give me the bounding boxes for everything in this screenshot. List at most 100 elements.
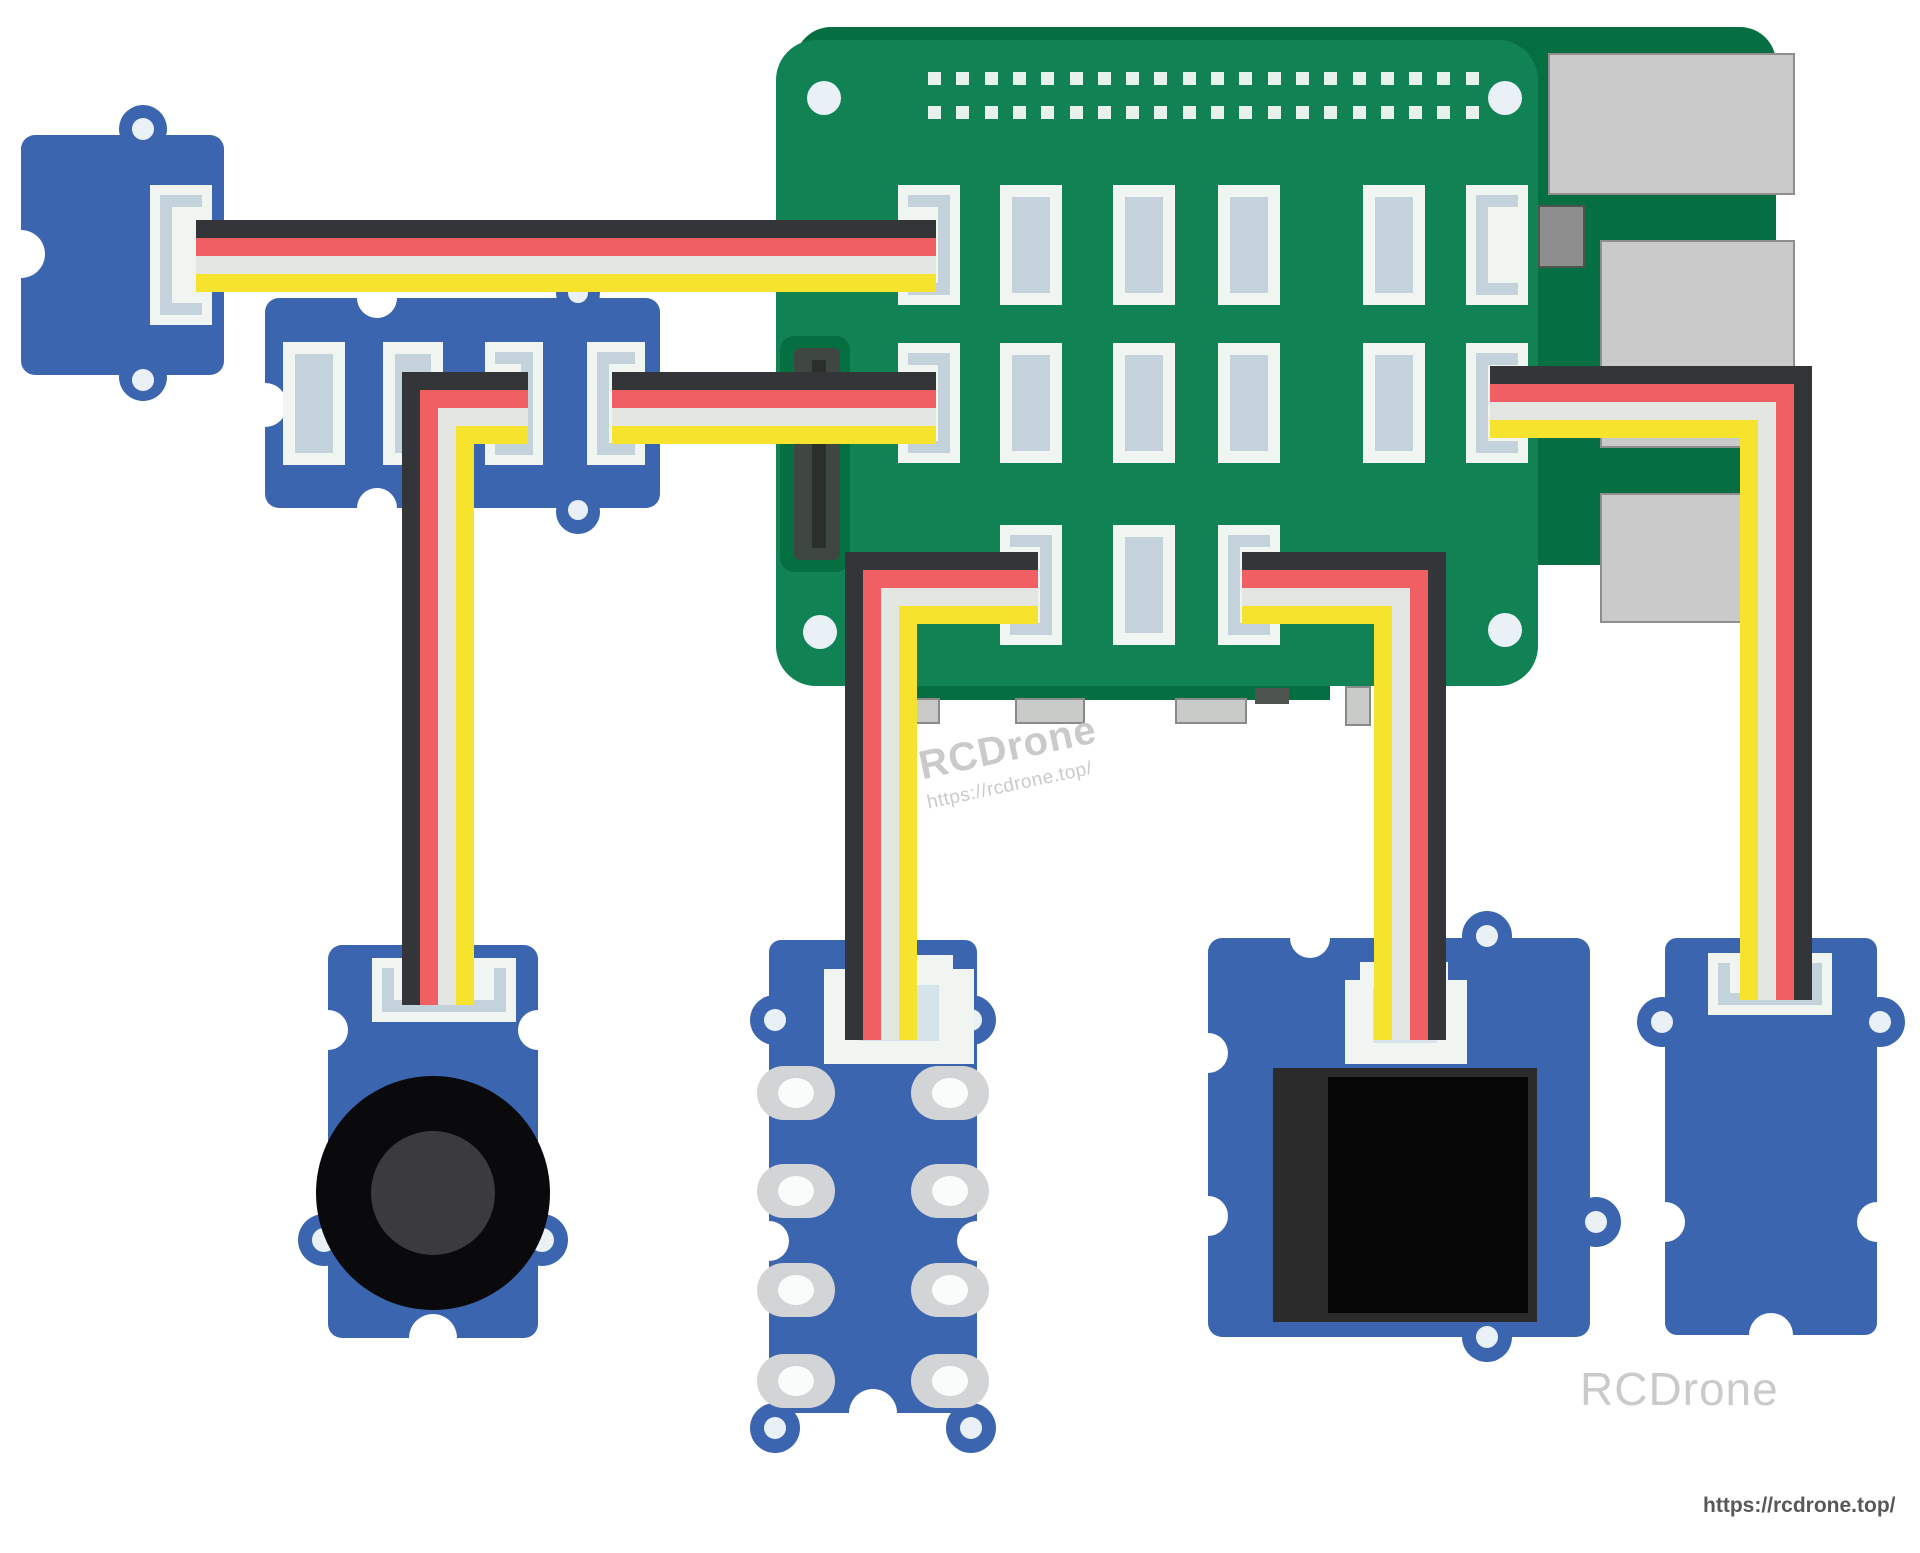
speaker-cone — [371, 1131, 495, 1255]
connector-cavity — [1125, 355, 1163, 451]
connector-bracket — [908, 353, 950, 453]
mounting-hole — [1488, 613, 1522, 647]
gpio-pin-dot — [1267, 106, 1281, 119]
hat-grove-connector — [1218, 343, 1280, 463]
module-edge-notch — [409, 1314, 457, 1362]
pad-hole — [932, 1275, 968, 1305]
gpio-pin-dot — [1295, 72, 1309, 85]
wire-black-icon — [845, 552, 1038, 1040]
hat-grove-connector — [1113, 185, 1175, 305]
gpio-pin-dot — [1239, 72, 1253, 85]
gpio-pin-dot — [1409, 106, 1423, 119]
gpio-pin-dot — [1041, 72, 1055, 85]
module-edge-notch — [0, 230, 45, 278]
wire-red-icon — [1242, 570, 1428, 1040]
gpio-pin-dot — [984, 72, 998, 85]
gpio-pin-dot — [1352, 106, 1366, 119]
gpio-pin-dot — [956, 72, 970, 85]
wire-black-icon — [1242, 552, 1446, 1040]
gpio-pin-dot — [1097, 106, 1111, 119]
gpio-pin-dot — [1437, 106, 1451, 119]
wire-black-icon — [402, 372, 528, 1005]
module1-grove-socket — [150, 185, 212, 325]
pad-hole — [932, 1078, 968, 1108]
pi-pin-tab — [1345, 686, 1371, 726]
module-edge-notch — [1749, 1313, 1793, 1357]
cable-hat-to-strip-module — [845, 552, 1038, 1040]
gpio-pin-dot — [1465, 72, 1479, 85]
gpio-pin-dot — [1380, 72, 1394, 85]
gpio-pin-dot — [984, 106, 998, 119]
wire-white-icon — [438, 408, 528, 1005]
gpio-header — [928, 72, 1488, 120]
connector-cavity — [1125, 537, 1163, 633]
gpio-pin-dot — [928, 106, 941, 119]
gpio-pin-dot — [1154, 106, 1168, 119]
gpio-pin-dot — [1295, 106, 1309, 119]
hat-grove-connector-right-edge-1 — [1466, 185, 1528, 305]
module-edge-notch — [1645, 1202, 1685, 1242]
wire-yellow-icon — [456, 426, 528, 1005]
connector-cavity — [1012, 355, 1050, 451]
module-ear-hole — [1585, 1211, 1607, 1233]
module-ear-hole — [764, 1417, 786, 1439]
gpio-pin-dot — [1154, 72, 1168, 85]
module-edge-notch — [1857, 1202, 1897, 1242]
gpio-pin-dot — [956, 106, 970, 119]
module-ear-hole — [132, 118, 154, 140]
watermark-brand-text: RCDrone — [1580, 1363, 1779, 1415]
hat-grove-connector — [1363, 343, 1425, 463]
hat-grove-connector — [1218, 185, 1280, 305]
watermark-corner-url: https://rcdrone.top/ — [1703, 1494, 1896, 1518]
hat-grove-connector — [1113, 525, 1175, 645]
gpio-pin-dot — [1126, 106, 1140, 119]
wire-yellow-icon — [899, 606, 1038, 1040]
module-edge-notch — [243, 383, 287, 427]
pi-small-component — [1255, 688, 1289, 704]
gpio-pin-dot — [1126, 72, 1140, 85]
module-edge-notch — [308, 1010, 348, 1050]
gpio-pin-dot — [928, 72, 941, 85]
pad-hole — [932, 1176, 968, 1206]
module-edge-notch — [1188, 1033, 1228, 1073]
sensor-component-icon — [1328, 1077, 1528, 1313]
module-ear-hole — [1869, 1011, 1891, 1033]
module-edge-notch — [1290, 918, 1330, 958]
wire-black-icon — [1490, 366, 1812, 1000]
hat-grove-connector — [1363, 185, 1425, 305]
watermark-url-text: https://rcdrone.top/ — [1703, 1494, 1896, 1517]
connector-cavity — [1375, 355, 1413, 451]
gpio-pin-dot — [1012, 106, 1026, 119]
wire-red-icon — [420, 390, 528, 1005]
gpio-pin-dot — [1352, 72, 1366, 85]
gpio-pin-dot — [1097, 72, 1111, 85]
cable-hub-to-speaker — [402, 372, 528, 1005]
pi-pin-tab — [1015, 698, 1085, 724]
wire-white-icon — [1242, 588, 1410, 1040]
wire-white-icon — [881, 588, 1038, 1040]
module-ear-hole — [960, 1417, 982, 1439]
wire-red-icon — [1490, 384, 1794, 1000]
gpio-pin-dot — [1324, 106, 1338, 119]
gpio-pin-dot — [1267, 72, 1281, 85]
module-ear-hole — [132, 369, 154, 391]
pad-hole — [778, 1078, 814, 1108]
hub-grove-socket-1 — [283, 342, 345, 465]
pi-pin-tab — [1175, 698, 1247, 724]
pad-hole — [778, 1366, 814, 1396]
mounting-hole — [807, 81, 841, 115]
module-edge-notch — [1188, 1196, 1228, 1236]
connector-bracket — [597, 352, 635, 455]
module-ear-hole — [1476, 1326, 1498, 1348]
module-edge-notch — [518, 1010, 558, 1050]
gpio-pin-dot — [1012, 72, 1026, 85]
mounting-hole — [1488, 81, 1522, 115]
usb-port-bottom — [1600, 493, 1744, 623]
module-edge-notch — [849, 1389, 897, 1437]
module-ear-hole — [1651, 1011, 1673, 1033]
wire-red-icon — [863, 570, 1038, 1040]
gpio-pin-dot — [1069, 72, 1083, 85]
module-ear-hole — [1476, 925, 1498, 947]
wire-yellow-icon — [1490, 420, 1758, 1000]
